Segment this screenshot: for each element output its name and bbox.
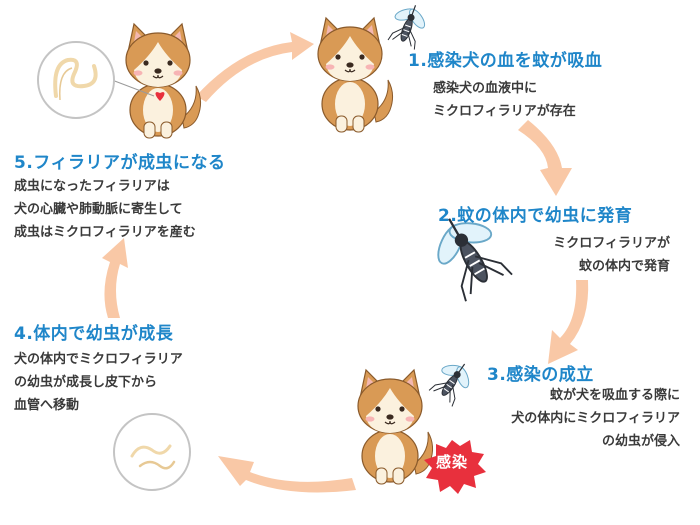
step-2-line: ミクロフィラリアが bbox=[553, 236, 670, 251]
arrow-4-to-5 bbox=[102, 238, 128, 318]
step-5-line: 犬の心臓や肺動脈に寄生して bbox=[14, 202, 183, 217]
step-4-line: の幼虫が成長し皮下から bbox=[14, 375, 158, 390]
step-5-line: 成虫はミクロフィラリアを産む bbox=[14, 225, 196, 240]
step-5-description: 成虫になったフィラリアは 犬の心臓や肺動脈に寄生して 成虫はミクロフィラリアを産… bbox=[14, 175, 196, 244]
step-3-line: の幼虫が侵入 bbox=[601, 434, 680, 449]
infection-badge bbox=[424, 440, 486, 494]
arrow-5-to-1 bbox=[196, 32, 314, 102]
step-2-line: 蚊の体内で発育 bbox=[578, 259, 670, 274]
arrow-3-to-4 bbox=[218, 456, 356, 493]
mosquito-icon-3 bbox=[425, 353, 480, 410]
arrow-1-to-2 bbox=[518, 120, 572, 196]
heart-icon bbox=[155, 92, 165, 101]
step-1-line: ミクロフィラリアが存在 bbox=[433, 104, 576, 119]
step-2-description: ミクロフィラリアが 蚊の体内で発育 bbox=[553, 232, 670, 278]
step-5-line: 成虫になったフィラリアは bbox=[14, 179, 170, 194]
worm-icon-larva bbox=[113, 413, 191, 491]
cycle-arrows bbox=[102, 32, 589, 493]
step-3-title: 3.感染の成立 bbox=[487, 365, 594, 385]
infection-badge-label: 感染 bbox=[435, 453, 468, 471]
step-3-line: 犬の体内にミクロフィラリア bbox=[511, 411, 680, 426]
step-1-title: 1.感染犬の血を蚊が吸血 bbox=[408, 51, 603, 71]
step-4-title: 4.体内で幼虫が成長 bbox=[14, 324, 174, 344]
step-3-line: 蚊が犬を吸血する際に bbox=[549, 388, 680, 403]
arrow-2-to-3 bbox=[548, 280, 589, 364]
dog-illustration-5 bbox=[125, 23, 202, 139]
step-5-title: 5.フィラリアが成虫になる bbox=[14, 153, 226, 173]
mosquito-icon-1 bbox=[383, 0, 433, 52]
pointer-line bbox=[111, 79, 155, 97]
step-1-description: 感染犬の血液中に ミクロフィラリアが存在 bbox=[433, 77, 576, 123]
step-4-description: 犬の体内でミクロフィラリア の幼虫が成長し皮下から 血管へ移動 bbox=[14, 348, 183, 417]
step-2-title: 2.蚊の体内で幼虫に発育 bbox=[438, 206, 633, 226]
step-4-line: 血管へ移動 bbox=[14, 398, 80, 413]
step-4-line: 犬の体内でミクロフィラリア bbox=[14, 352, 183, 367]
step-3-description: 蚊が犬を吸血する際に 犬の体内にミクロフィラリア の幼虫が侵入 bbox=[511, 384, 680, 453]
worm-icon-adult bbox=[37, 41, 115, 119]
dog-illustration-1 bbox=[317, 17, 394, 133]
step-1-line: 感染犬の血液中に bbox=[433, 81, 538, 96]
